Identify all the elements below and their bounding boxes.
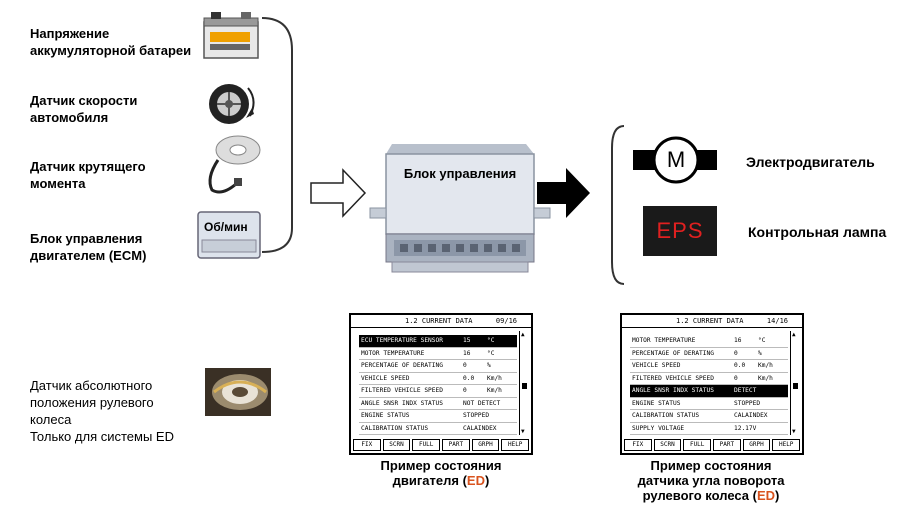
fkey-scrn[interactable]: SCRN: [653, 439, 682, 451]
fkey-scrn[interactable]: SCRN: [382, 439, 411, 451]
fkey-part[interactable]: PART: [442, 439, 470, 451]
screen-page: 14/16: [766, 317, 788, 325]
wheel-icon: [209, 84, 255, 124]
function-keys: FIX SCRN FULL PART GRPH HELP: [624, 439, 801, 451]
output-motor-label: Электродвигатель: [746, 154, 875, 170]
fkey-help[interactable]: HELP: [772, 439, 801, 451]
scan-screen-steering: 1.2 CURRENT DATA 14/16 MOTOR TEMPERATURE…: [620, 313, 804, 455]
screen-header: 1.2 CURRENT DATA 14/16: [622, 315, 802, 328]
fkey-full[interactable]: FULL: [683, 439, 712, 451]
eps-lamp-icon: [643, 206, 717, 256]
torque-sensor-icon: [208, 135, 261, 194]
ecm-rpm-label: Об/мин: [204, 220, 248, 234]
ecm-icon: [197, 211, 261, 259]
output-bracket: [611, 125, 625, 285]
fkey-grph[interactable]: GRPH: [471, 439, 500, 451]
motor-icon-letter: M: [666, 147, 686, 172]
screen-header: 1.2 CURRENT DATA 09/16: [351, 315, 531, 328]
fkey-fix[interactable]: FIX: [624, 439, 652, 451]
abs-sensor-image: [205, 368, 271, 416]
control-unit-label: Блок управления: [403, 166, 517, 181]
fkey-help[interactable]: HELP: [501, 439, 530, 451]
output-arrow: [537, 168, 590, 218]
fkey-fix[interactable]: FIX: [353, 439, 381, 451]
abs-sensor-label: Датчик абсолютного положения рулевого ко…: [30, 378, 174, 444]
battery-icon: [203, 12, 259, 59]
screen-scrollbar[interactable]: ▲ ▼: [790, 331, 800, 435]
screen-engine-caption: Пример состояния двигателя (ED): [380, 458, 502, 488]
scroll-up-icon[interactable]: ▲: [792, 331, 796, 338]
screen-steering-caption: Пример состояния датчика угла поворота р…: [637, 458, 785, 503]
input-bracket: [261, 17, 293, 253]
screen-title: 1.2 CURRENT DATA: [676, 317, 744, 325]
output-lamp-label: Контрольная лампа: [748, 224, 887, 240]
scroll-up-icon[interactable]: ▲: [521, 331, 525, 338]
scroll-down-icon[interactable]: ▼: [521, 428, 525, 435]
input-arrow: [310, 168, 367, 218]
scan-screen-engine: 1.2 CURRENT DATA 09/16 ECU TEMPERATURE S…: [349, 313, 533, 455]
function-keys: FIX SCRN FULL PART GRPH HELP: [353, 439, 530, 451]
eps-lamp-text: EPS: [656, 218, 704, 243]
screen-page: 09/16: [495, 317, 517, 325]
screen-title: 1.2 CURRENT DATA: [405, 317, 473, 325]
screen-scrollbar[interactable]: ▲ ▼: [519, 331, 529, 435]
scroll-thumb[interactable]: [793, 383, 798, 389]
scroll-down-icon[interactable]: ▼: [792, 428, 796, 435]
control-unit-box: [369, 144, 551, 273]
fkey-grph[interactable]: GRPH: [742, 439, 771, 451]
motor-icon: [633, 136, 717, 184]
fkey-part[interactable]: PART: [713, 439, 741, 451]
scroll-thumb[interactable]: [522, 383, 527, 389]
fkey-full[interactable]: FULL: [412, 439, 441, 451]
